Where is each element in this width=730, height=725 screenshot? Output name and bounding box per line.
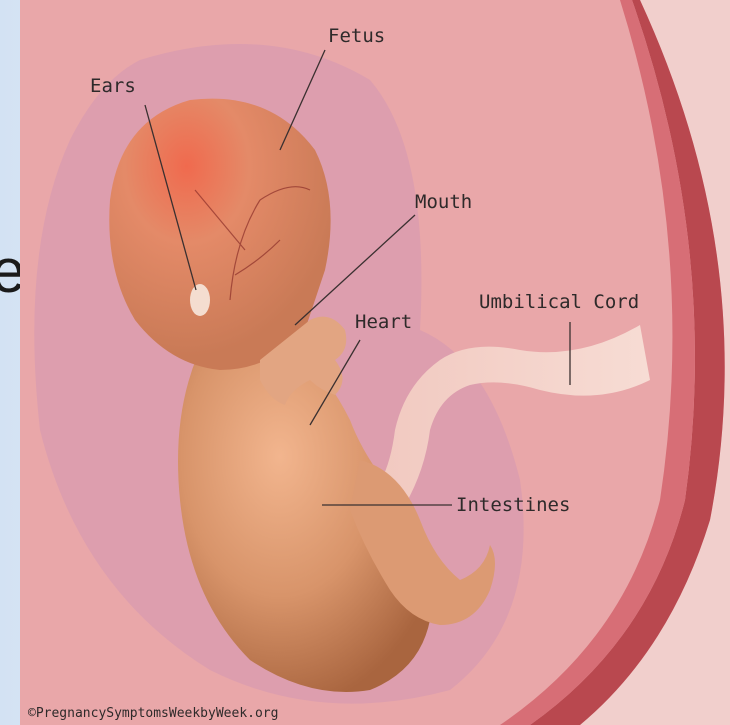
label-fetus: Fetus	[328, 25, 385, 47]
label-mouth: Mouth	[415, 191, 472, 213]
label-heart: Heart	[355, 311, 412, 333]
label-intestines: Intestines	[456, 494, 570, 516]
copyright-text: ©PregnancySymptomsWeekbyWeek.org	[28, 706, 278, 721]
label-umbilical-cord: Umbilical Cord	[479, 291, 639, 313]
label-ears: Ears	[90, 75, 136, 97]
fetus-ear	[190, 284, 210, 316]
fetus-diagram: Fetus Ears Mouth Heart Umbilical Cord In…	[20, 0, 730, 725]
